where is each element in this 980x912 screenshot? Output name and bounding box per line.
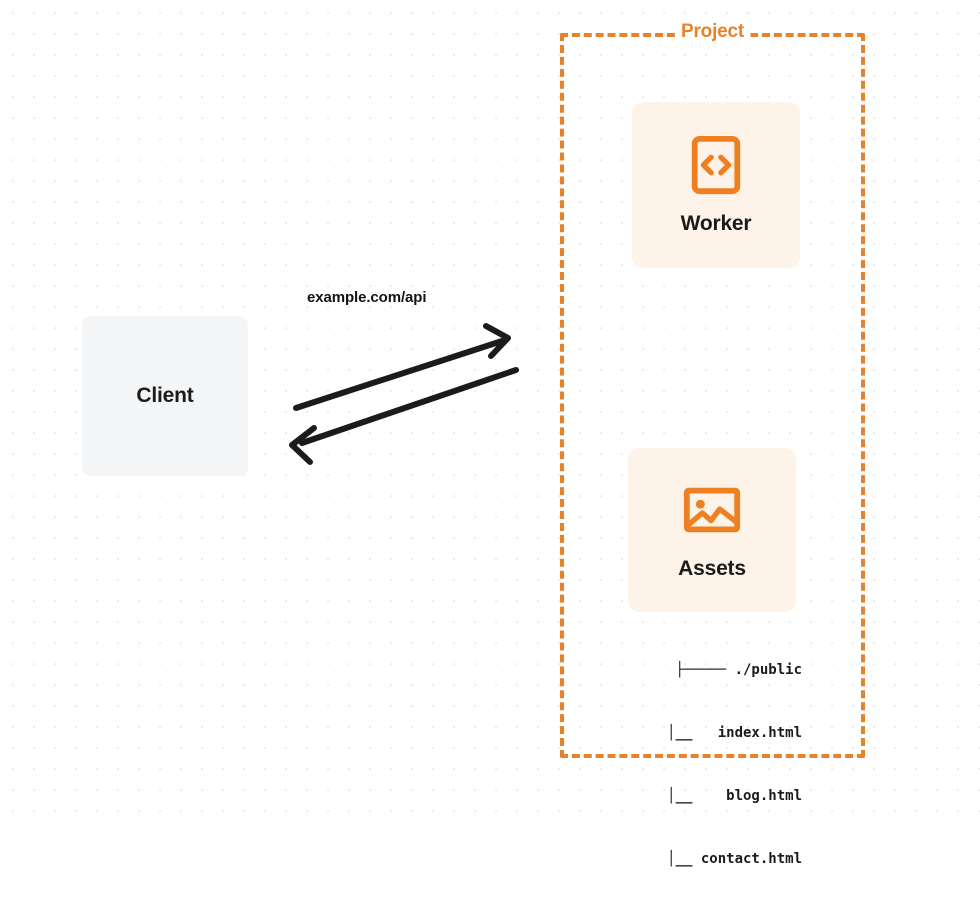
file-tree-row: ├───── ./public [675,662,802,678]
file-tree-row: │__ index.html [616,725,802,741]
client-node[interactable]: Client [82,316,248,476]
file-tree-row: │__ contact.html [616,851,802,867]
connection-label: example.com/api [307,289,427,306]
worker-node-label: Worker [680,212,752,235]
assets-node[interactable]: Assets [628,448,796,612]
worker-node[interactable]: Worker [632,102,800,268]
file-tree-row: │__ blog.html [616,788,802,804]
client-node-label: Client [136,384,194,407]
assets-node-label: Assets [678,557,746,580]
arrow-to-project [293,323,511,411]
project-group: Project [560,21,865,758]
diagram-canvas: Client example.com/api Project Worker [0,0,980,867]
code-brackets-icon [691,135,741,195]
image-picture-icon [683,487,741,533]
project-title: Project [674,21,751,43]
arrow-to-client [289,367,519,465]
assets-file-tree: ├───── ./public │__ index.html │__ blog.… [600,618,802,912]
connection-arrows [289,323,519,465]
